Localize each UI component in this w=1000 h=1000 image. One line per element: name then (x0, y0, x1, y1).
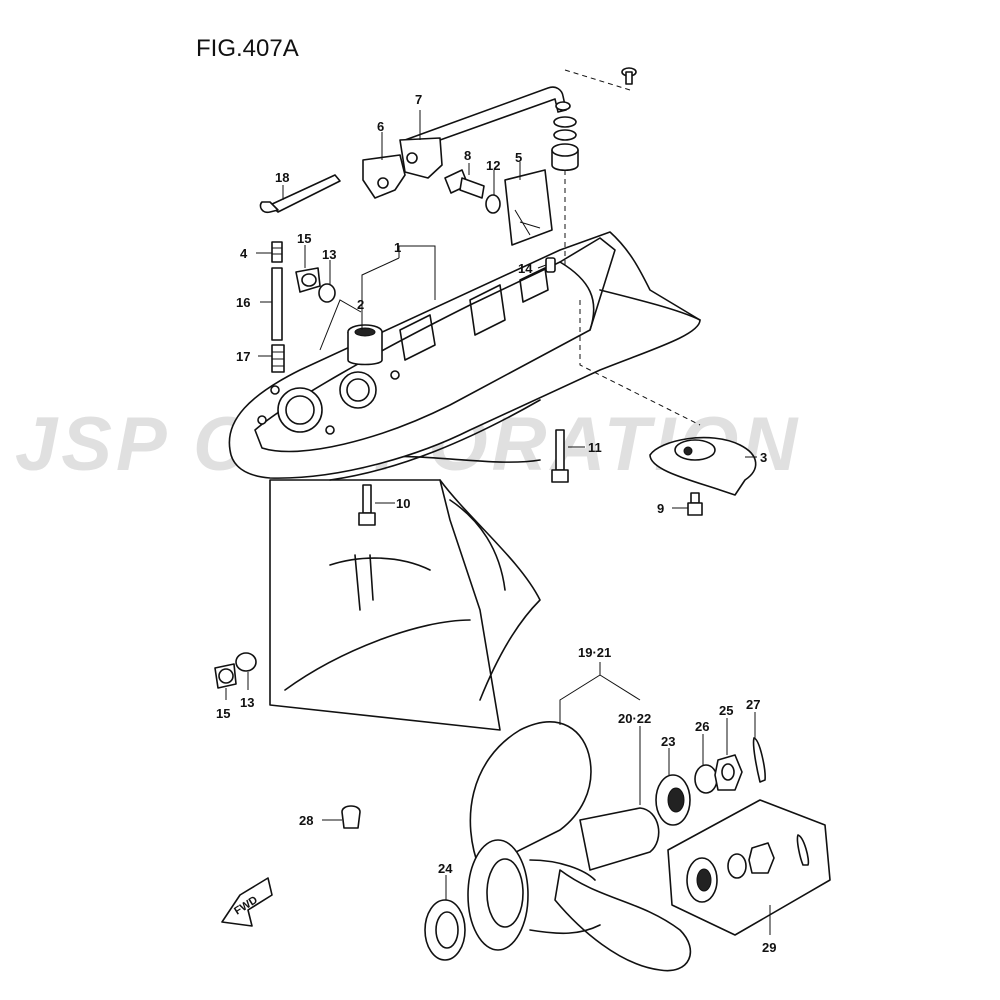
bushing-part-2 (347, 324, 383, 366)
callout-labels: 1 2 3 4 5 6 7 8 9 10 11 12 13 13 14 15 1… (216, 92, 776, 955)
callout-15-upper: 15 (297, 231, 311, 246)
stud-part-17 (271, 344, 285, 373)
callout-15-lower: 15 (216, 706, 230, 721)
cap-part-28 (341, 805, 361, 829)
callout-10: 10 (396, 496, 410, 511)
callout-23: 23 (661, 734, 675, 749)
pad-part-5 (504, 169, 553, 246)
callout-27: 27 (746, 697, 760, 712)
callout-14: 14 (518, 261, 533, 276)
callout-16: 16 (236, 295, 250, 310)
bolt-part-10 (358, 484, 376, 526)
screw-top-right (621, 67, 637, 85)
water-tube (404, 86, 571, 151)
callout-25: 25 (719, 703, 733, 718)
callout-12: 12 (486, 158, 500, 173)
callout-2: 2 (357, 297, 364, 312)
grommet-stack-part-5-area (551, 116, 579, 172)
callout-9: 9 (657, 501, 664, 516)
thrust-washer-part-24 (424, 899, 466, 961)
callout-7: 7 (415, 92, 422, 107)
callout-3: 3 (760, 450, 767, 465)
bracket-part-6 (362, 154, 406, 199)
figure-title: FIG.407A (196, 35, 299, 62)
cotter-pin-part-27 (752, 737, 766, 783)
washer-part-13-upper (318, 283, 336, 303)
callout-11: 11 (588, 440, 602, 455)
callout-5: 5 (515, 150, 522, 165)
trim-tab-part-3 (649, 436, 757, 496)
plug-part-15-lower (214, 663, 237, 689)
propeller (467, 721, 692, 972)
bolt-part-8 (444, 169, 485, 199)
stud-part-4 (271, 241, 283, 263)
callout-29: 29 (762, 940, 776, 955)
pin-part-14 (545, 257, 556, 273)
callout-8: 8 (464, 148, 471, 163)
fwd-direction-badge: FWD (221, 877, 273, 927)
plug-part-15-upper (295, 267, 321, 293)
tube-part-16 (271, 267, 283, 341)
callout-26: 26 (695, 719, 709, 734)
callout-6: 6 (377, 119, 384, 134)
gear-case-housing (228, 231, 701, 731)
callout-13-lower: 13 (240, 695, 254, 710)
callout-13-upper: 13 (322, 247, 336, 262)
washer-part-26 (694, 764, 718, 794)
washer-part-13-lower (235, 652, 257, 672)
clamp-part-7 (399, 137, 443, 179)
kit-box-part-29 (667, 799, 831, 936)
callout-18: 18 (275, 170, 289, 185)
tie-strap-part-18 (259, 174, 341, 214)
callout-1: 1 (394, 240, 401, 255)
leader-lines (225, 110, 771, 935)
callout-19-21: 19·21 (578, 645, 611, 660)
callout-4: 4 (240, 246, 248, 261)
callout-20-22: 20·22 (618, 711, 651, 726)
nut-part-25 (714, 754, 743, 791)
callout-28: 28 (299, 813, 313, 828)
callout-17: 17 (236, 349, 250, 364)
bolt-part-11 (551, 429, 569, 483)
hub-part-23 (655, 774, 691, 826)
washer-part-12 (485, 194, 501, 214)
callout-24: 24 (438, 861, 453, 876)
bolt-part-9 (687, 492, 703, 516)
